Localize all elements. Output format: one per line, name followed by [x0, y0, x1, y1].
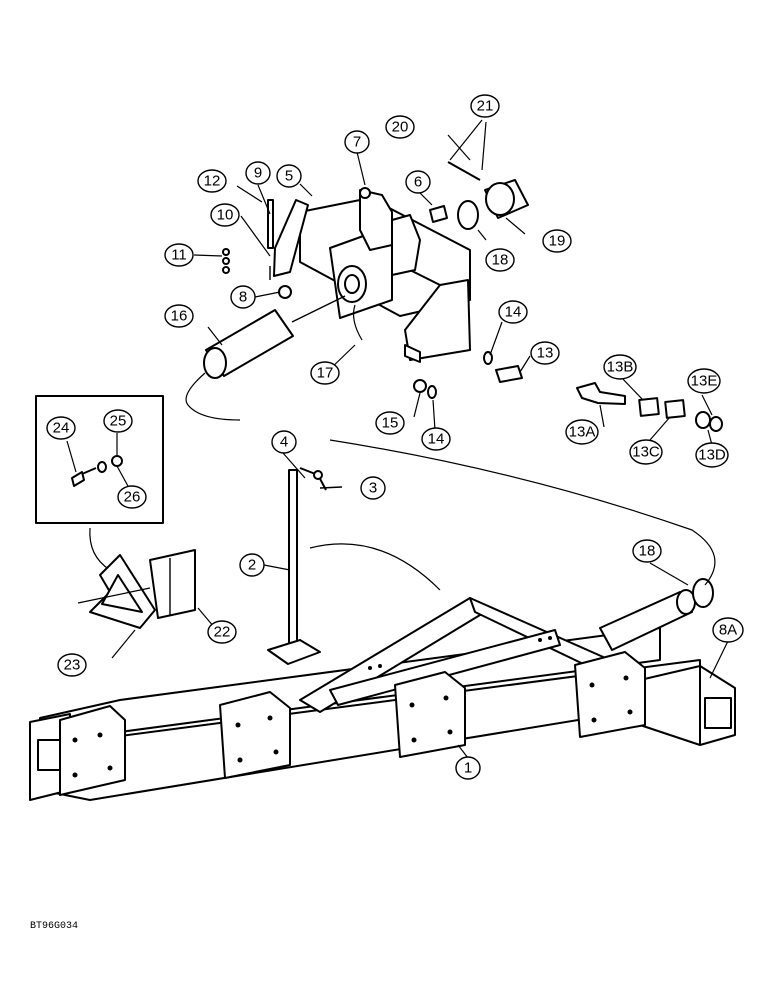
callout-15: 15	[375, 411, 405, 435]
svg-text:13B: 13B	[607, 359, 634, 376]
callout-18-lower: 18	[632, 539, 662, 563]
svg-text:8A: 8A	[719, 622, 737, 639]
callout-13A: 13A	[565, 419, 599, 445]
svg-text:4: 4	[280, 434, 288, 451]
svg-text:19: 19	[549, 233, 566, 250]
callout-13D: 13D	[695, 442, 729, 468]
svg-text:13A: 13A	[569, 424, 596, 441]
pivot-assembly	[222, 161, 529, 399]
callout-12: 12	[197, 169, 227, 193]
svg-text:24: 24	[53, 420, 70, 437]
callout-21: 21	[470, 94, 500, 118]
callout-8: 8	[230, 285, 256, 309]
svg-text:13: 13	[537, 345, 554, 362]
parking-stand	[267, 467, 343, 665]
svg-text:25: 25	[110, 413, 127, 430]
callout-13B: 13B	[603, 354, 637, 380]
figure-code: BT96G034	[30, 921, 78, 932]
svg-text:13D: 13D	[698, 447, 726, 464]
callout-14-lower: 14	[421, 427, 451, 451]
svg-text:17: 17	[317, 365, 334, 382]
callout-20: 20	[385, 115, 415, 139]
callout-3: 3	[360, 476, 386, 500]
callout-9: 9	[245, 161, 271, 185]
svg-text:13C: 13C	[632, 444, 660, 461]
svg-text:1: 1	[464, 760, 472, 777]
svg-text:12: 12	[204, 173, 221, 190]
svg-text:2: 2	[248, 557, 256, 574]
svg-text:9: 9	[254, 165, 262, 182]
svg-text:14: 14	[505, 304, 522, 321]
cylinder-16	[203, 295, 346, 379]
svg-text:7: 7	[353, 134, 361, 151]
callout-7: 7	[344, 130, 370, 154]
svg-text:18: 18	[639, 543, 656, 560]
svg-text:14: 14	[428, 431, 445, 448]
svg-text:11: 11	[171, 247, 187, 264]
svg-text:3: 3	[369, 480, 377, 497]
callout-23: 23	[57, 653, 87, 677]
svg-text:16: 16	[171, 308, 188, 325]
ring-18-lower	[692, 578, 714, 608]
smv-emblem	[77, 549, 196, 629]
callout-24: 24	[46, 416, 76, 440]
callout-8A: 8A	[712, 617, 744, 643]
svg-text:21: 21	[477, 98, 494, 115]
svg-text:23: 23	[64, 657, 81, 674]
callout-10: 10	[210, 203, 240, 227]
callout-25: 25	[103, 409, 133, 433]
callout-17: 17	[310, 361, 340, 385]
svg-text:20: 20	[392, 119, 409, 136]
callout-13E: 13E	[687, 368, 721, 394]
svg-text:22: 22	[214, 624, 231, 641]
svg-text:15: 15	[382, 415, 399, 432]
svg-text:6: 6	[414, 174, 422, 191]
hardware-inset	[35, 395, 164, 524]
svg-text:5: 5	[285, 168, 293, 185]
callout-14-upper: 14	[498, 300, 528, 324]
callout-13C: 13C	[629, 439, 663, 465]
svg-text:26: 26	[124, 489, 141, 506]
callout-11: 11	[164, 243, 194, 267]
callout-1: 1	[455, 756, 481, 780]
pin-kit	[576, 382, 723, 432]
svg-text:18: 18	[492, 252, 509, 269]
callout-22: 22	[207, 620, 237, 644]
callout-2: 2	[239, 553, 265, 577]
svg-text:8: 8	[239, 289, 247, 306]
callout-4: 4	[271, 430, 297, 454]
svg-text:13E: 13E	[691, 373, 718, 390]
callout-19: 19	[542, 229, 572, 253]
callout-6: 6	[405, 170, 431, 194]
callout-26: 26	[117, 485, 147, 509]
callout-13: 13	[530, 341, 560, 365]
callout-16: 16	[164, 304, 194, 328]
leader-lines	[66, 119, 729, 759]
toolbar-frame	[29, 589, 736, 801]
callout-5: 5	[276, 164, 302, 188]
svg-text:10: 10	[217, 207, 234, 224]
callout-18-upper: 18	[485, 248, 515, 272]
